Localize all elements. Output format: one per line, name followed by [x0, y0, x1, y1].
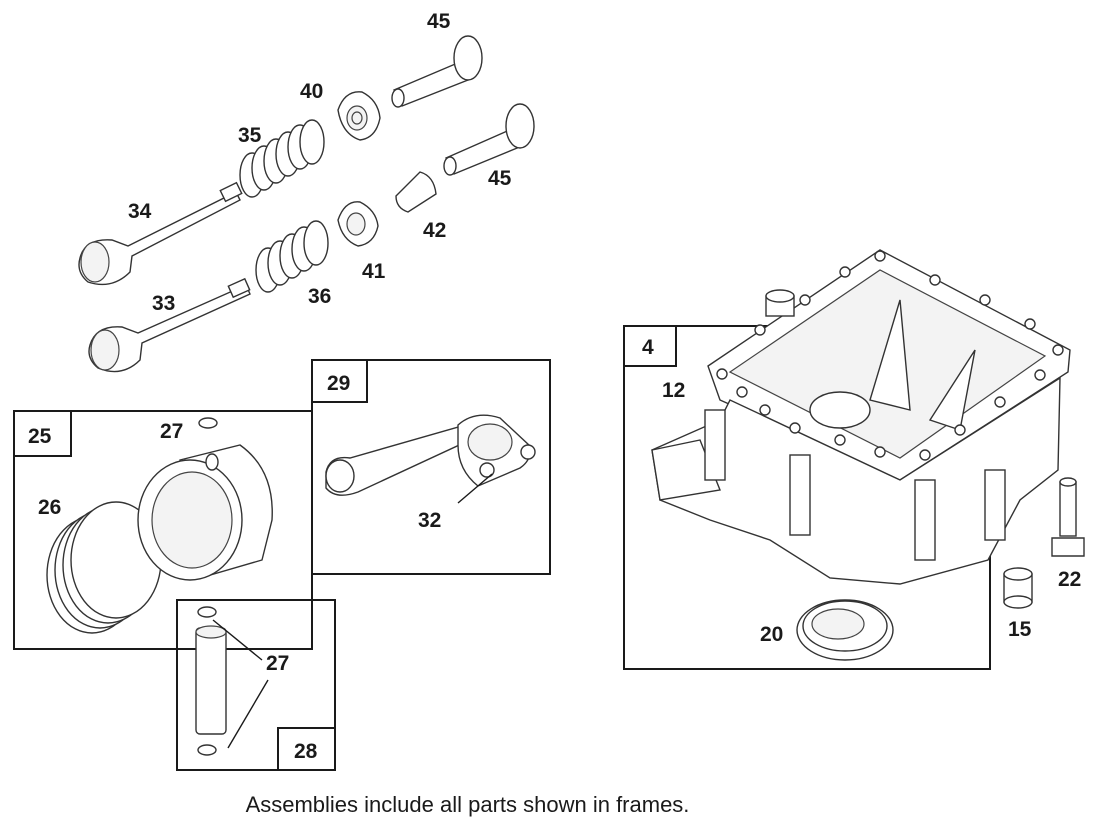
tappet-45-lower-drawing: [443, 103, 535, 176]
label-part-45-upper: 45: [427, 10, 451, 33]
sump-drawing: [651, 249, 1071, 585]
leader-27-upper: [212, 619, 263, 661]
frame-label-28: 28: [294, 740, 318, 763]
diagram-caption: Assemblies include all parts shown in fr…: [245, 792, 690, 817]
leader-32: [457, 473, 493, 504]
label-part-45-lower: 45: [488, 167, 512, 190]
retainer-41-drawing: [337, 201, 379, 247]
piston-drawing: [137, 444, 273, 581]
frame-label-29: 29: [327, 372, 350, 395]
label-part-35: 35: [238, 124, 262, 147]
label-part-33: 33: [152, 292, 175, 315]
label-part-26: 26: [38, 496, 61, 519]
label-part-36: 36: [308, 285, 331, 308]
label-part-32: 32: [418, 509, 441, 532]
frame-29: [311, 359, 551, 575]
leader-27-lower: [227, 679, 269, 749]
frame-label-25: 25: [28, 425, 52, 448]
frame-28: [176, 599, 336, 771]
label-part-22: 22: [1058, 568, 1081, 591]
frame-label-4: 4: [642, 336, 654, 359]
label-part-15: 15: [1008, 618, 1032, 641]
label-part-27-pin: 27: [266, 652, 289, 675]
bolt-22-drawing: [1051, 477, 1085, 557]
drain-plug-15-drawing: [1003, 567, 1033, 609]
label-part-42: 42: [423, 219, 446, 242]
retainer-40-drawing: [337, 91, 381, 141]
label-part-12: 12: [662, 379, 685, 402]
label-part-20: 20: [760, 623, 783, 646]
label-part-27-top: 27: [160, 420, 183, 443]
oil-seal-20-drawing: [796, 599, 894, 661]
piston-rings-26-drawing: [46, 501, 162, 634]
valve-33-drawing: [88, 277, 251, 373]
spring-35-drawing: [239, 119, 325, 198]
piston-pin-drawing: [195, 606, 227, 756]
label-part-41: 41: [362, 260, 386, 283]
tappet-45-upper-drawing: [391, 35, 483, 108]
connecting-rod-drawing: [325, 414, 536, 496]
valve-34-drawing: [78, 181, 243, 286]
spring-36-drawing: [255, 220, 329, 293]
label-part-40: 40: [300, 80, 323, 103]
label-part-34: 34: [128, 200, 152, 223]
keeper-42-drawing: [395, 171, 437, 213]
circlip-27-top-drawing: [198, 417, 218, 429]
